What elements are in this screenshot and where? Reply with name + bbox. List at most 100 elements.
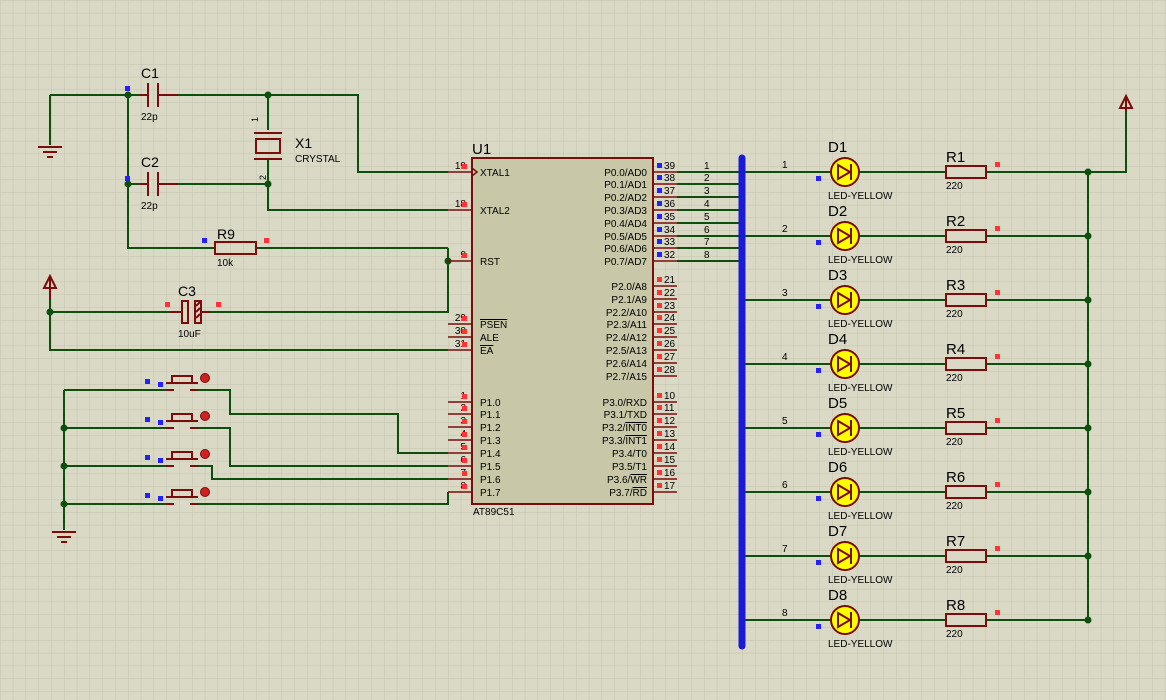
bus-tap-label: 1 bbox=[704, 161, 710, 172]
chip-pin-p11[interactable]: 2P1.1 bbox=[448, 403, 501, 421]
junction-dot bbox=[46, 308, 54, 316]
pin-name: P3.6/WR bbox=[607, 475, 647, 486]
led-body bbox=[830, 413, 860, 443]
chip-pin-p12[interactable]: 3P1.2 bbox=[448, 416, 501, 434]
resistor-r9[interactable]: R9 10k bbox=[202, 226, 269, 269]
push-button-1[interactable] bbox=[145, 373, 210, 391]
push-button-4[interactable] bbox=[145, 487, 210, 505]
bus-net-label: 7 bbox=[782, 544, 788, 555]
resistor-ref: R2 bbox=[946, 213, 965, 230]
capacitor-c1[interactable]: C1 22p bbox=[125, 65, 178, 123]
button-state-icon[interactable] bbox=[200, 487, 210, 497]
button-state-icon[interactable] bbox=[200, 449, 210, 459]
push-button-2[interactable] bbox=[145, 411, 210, 429]
chip-body bbox=[471, 157, 654, 505]
wires bbox=[49, 94, 1127, 620]
capacitor-c2[interactable]: C2 22p bbox=[125, 154, 178, 212]
chip-pin-p13[interactable]: 4P1.3 bbox=[448, 429, 501, 447]
button-state-icon[interactable] bbox=[200, 373, 210, 383]
pin-marker bbox=[816, 304, 821, 309]
pin-name: P2.4/A12 bbox=[606, 333, 648, 344]
chip-pin-p16[interactable]: 7P1.6 bbox=[448, 468, 501, 486]
capacitor-c3[interactable]: C3 10uF bbox=[165, 283, 221, 340]
diode-symbol-icon bbox=[837, 163, 852, 181]
pin-marker bbox=[657, 457, 662, 462]
led-body bbox=[830, 221, 860, 251]
chip-pin-p15[interactable]: 6P1.5 bbox=[448, 455, 501, 473]
resistor-ref: R1 bbox=[946, 149, 965, 166]
pin-marker bbox=[816, 176, 821, 181]
diode-symbol-icon bbox=[837, 227, 852, 245]
diode-symbol-icon bbox=[837, 419, 852, 437]
chip-pin-rst[interactable]: 9RST bbox=[448, 250, 500, 268]
pin-name: P0.6/AD6 bbox=[604, 244, 647, 255]
led-body bbox=[830, 541, 860, 571]
pin-number: 36 bbox=[664, 199, 676, 210]
resistor-body bbox=[945, 165, 987, 179]
pin-marker bbox=[995, 290, 1000, 295]
pin-name: P1.7 bbox=[480, 488, 501, 499]
pin-marker bbox=[145, 455, 150, 460]
led-ref: D2 bbox=[828, 203, 847, 220]
push-button-3[interactable] bbox=[145, 449, 210, 467]
chip-u1[interactable]: U1 AT89C51 19XTAL118XTAL29RST29PSEN30ALE… bbox=[448, 141, 677, 518]
led-type: LED-YELLOW bbox=[828, 319, 893, 330]
chip-pin-p17[interactable]: 8P1.7 bbox=[448, 481, 501, 499]
crystal-x1[interactable]: X1 CRYSTAL 1 2 bbox=[250, 117, 341, 180]
button-state-icon[interactable] bbox=[200, 411, 210, 421]
chip-pin-p14[interactable]: 5P1.4 bbox=[448, 442, 501, 460]
led-ref: D4 bbox=[828, 331, 847, 348]
c2-ref: C2 bbox=[141, 154, 159, 170]
chip-pin-p10[interactable]: 1P1.0 bbox=[448, 391, 501, 409]
pin-number: 25 bbox=[664, 326, 676, 337]
